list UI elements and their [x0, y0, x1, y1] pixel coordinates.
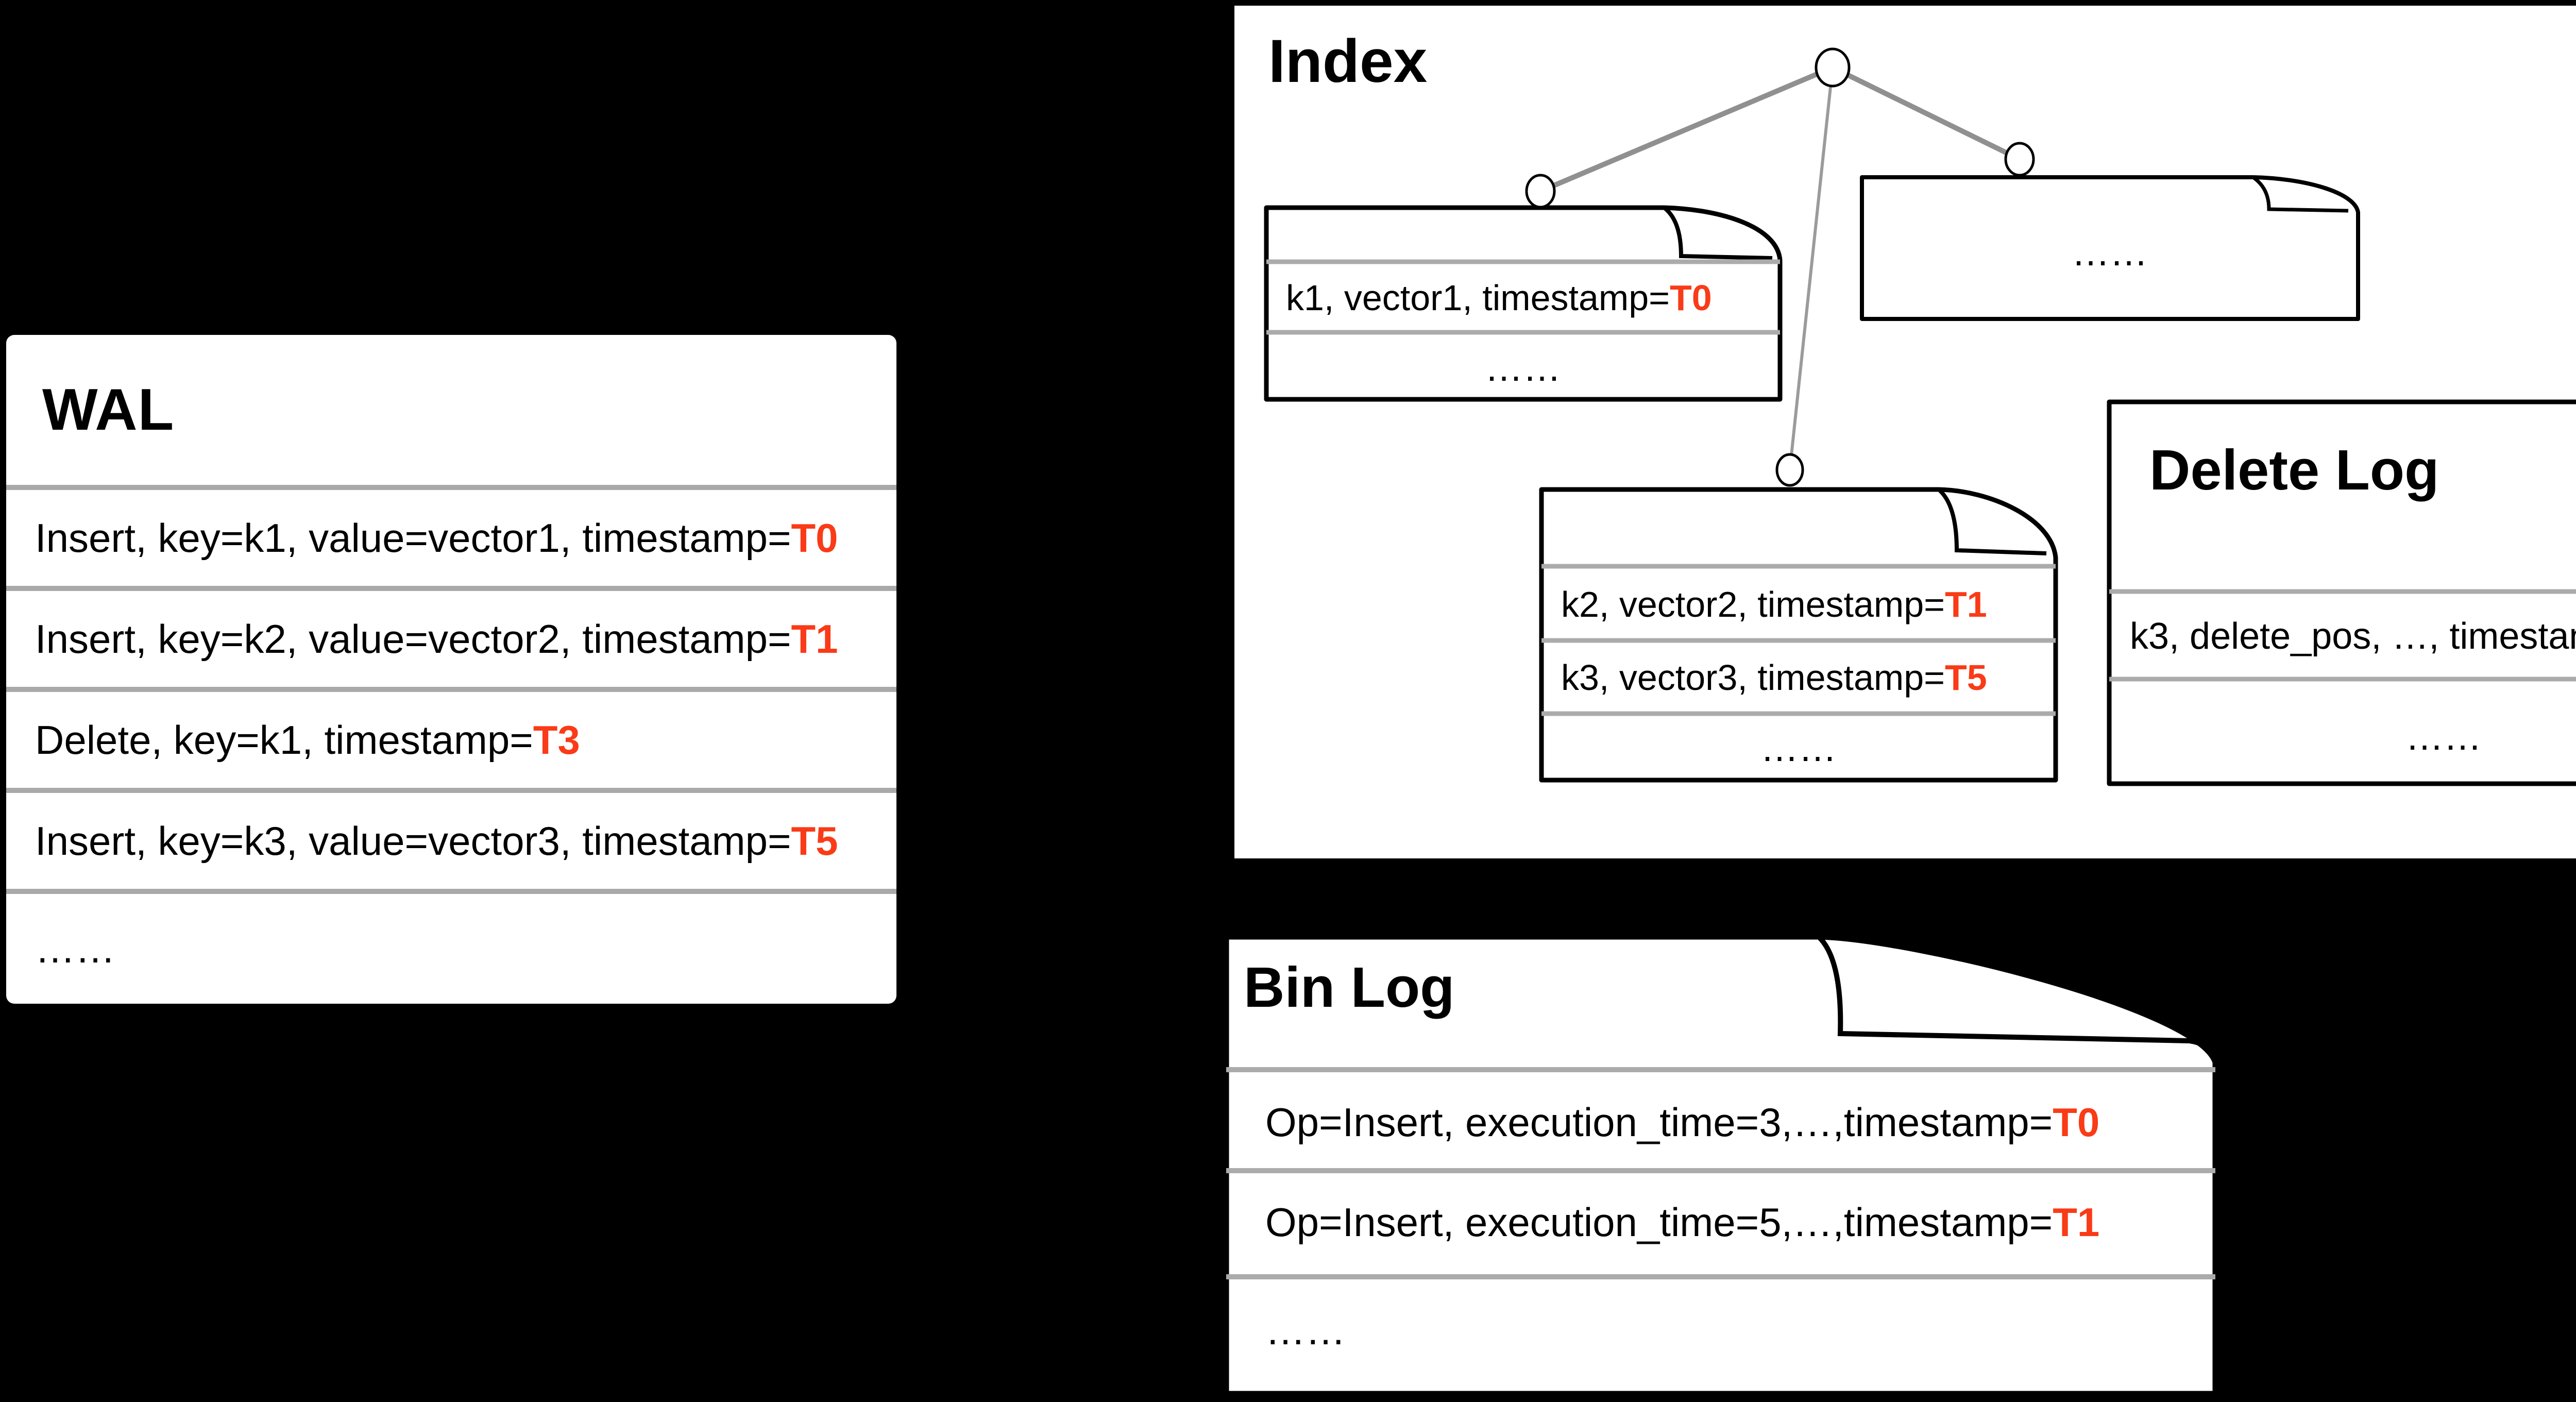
wal-row-insert-k3: Insert, key=k3, value=vector3, timestamp… — [6, 788, 896, 889]
row-timestamp: T0 — [1670, 278, 1712, 318]
k2k3-page-ellipsis: …… — [1760, 727, 1837, 769]
row-timestamp: T1 — [1945, 584, 1987, 624]
bin-log-row-2: Op=Insert, execution_time=5,…,timestamp=… — [1265, 1202, 2099, 1242]
wal-title: WAL — [6, 335, 896, 485]
row-text: k1, vector1, timestamp= — [1286, 278, 1670, 318]
index-panel — [1234, 6, 2576, 858]
row-text: Op=Insert, execution_time=3,…,timestamp= — [1265, 1100, 2053, 1145]
wal-row-text: Insert, key=k3, value=vector3, timestamp… — [35, 818, 791, 864]
delete-log-title: Delete Log — [2149, 438, 2439, 502]
wal-title-label: WAL — [42, 377, 175, 443]
wal-row-text: Delete, key=k1, timestamp= — [35, 717, 533, 763]
wal-row-timestamp: T5 — [791, 818, 838, 864]
row-text: Op=Insert, execution_time=5,…,timestamp= — [1265, 1200, 2053, 1245]
wal-row-ellipsis: …… — [6, 889, 896, 1004]
bin-log-title: Bin Log — [1244, 956, 1455, 1019]
k1-page-ellipsis: …… — [1485, 346, 1561, 389]
bin-log-row-1: Op=Insert, execution_time=3,…,timestamp=… — [1265, 1102, 2099, 1142]
delete-log-row: k3, delete_pos, …, timestamp=T3 — [2130, 618, 2576, 655]
index-title: Index — [1268, 27, 1428, 95]
wal-row-insert-k1: Insert, key=k1, value=vector1, timestamp… — [6, 485, 896, 586]
row-text: k2, vector2, timestamp= — [1561, 584, 1945, 624]
k2-page-row: k2, vector2, timestamp=T1 — [1561, 586, 1987, 622]
row-text: k3, vector3, timestamp= — [1561, 657, 1945, 698]
wal-ellipsis-text: …… — [35, 926, 115, 971]
wal-row-text: Insert, key=k2, value=vector2, timestamp… — [35, 616, 791, 662]
wal-row-timestamp: T0 — [791, 515, 838, 561]
bin-log-dogear-icon — [1817, 935, 2216, 1058]
wal-row-timestamp: T3 — [533, 717, 580, 763]
k1-page-row: k1, vector1, timestamp=T0 — [1286, 280, 1712, 316]
k3-page-row: k3, vector3, timestamp=T5 — [1561, 660, 1987, 696]
wal-row-text: Insert, key=k1, value=vector1, timestamp… — [35, 515, 791, 561]
row-timestamp: T5 — [1945, 657, 1987, 698]
row-timestamp: T0 — [2053, 1100, 2100, 1145]
wal-row-timestamp: T1 — [791, 616, 838, 662]
wal-panel: WAL Insert, key=k1, value=vector1, times… — [6, 335, 896, 1004]
wal-row-insert-k2: Insert, key=k2, value=vector2, timestamp… — [6, 586, 896, 687]
dots-page-ellipsis: …… — [2072, 231, 2148, 274]
bin-log-ellipsis: …… — [1265, 1308, 1346, 1353]
wal-row-delete-k1: Delete, key=k1, timestamp=T3 — [6, 687, 896, 788]
row-text: k3, delete_pos, …, timestamp= — [2130, 616, 2576, 657]
row-timestamp: T1 — [2053, 1200, 2100, 1245]
delete-log-ellipsis: …… — [2405, 715, 2482, 758]
